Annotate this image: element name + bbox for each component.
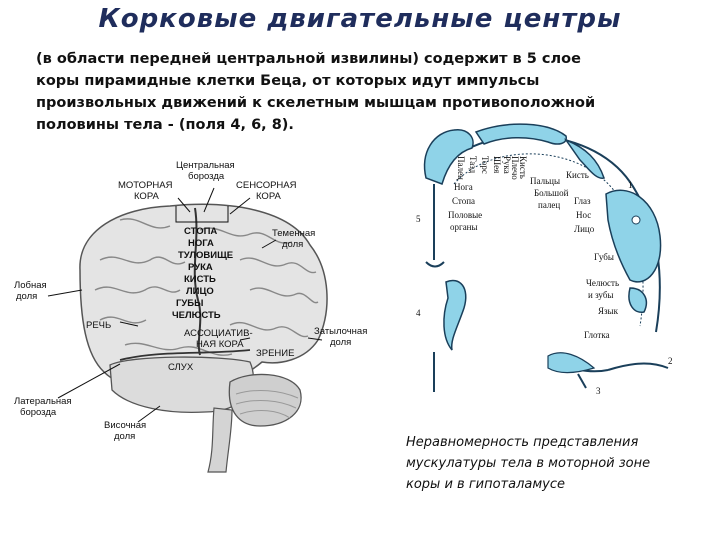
figure-caption: Неравномерность представления мускулатур… [406,432,718,495]
sensory-cortex-label: СЕНСОРНАЯ [236,180,297,191]
temporal-lobe-label-2: доля [114,431,135,442]
pharynx-label: Глотка [584,330,610,340]
motor-cortex-label: МОТОРНАЯ [118,180,173,191]
sensory-cortex-label-2: КОРА [256,191,282,202]
body-part-hand: КИСТЬ [184,274,216,285]
thumb-label: Большой [534,188,569,198]
vertical-label-toe: Палец [456,156,466,180]
brain-figure: Центральная борозда МОТОРНАЯ КОРА СЕНСОР… [0,150,400,490]
body-part-jaw: ЧЕЛЮСТЬ [172,310,221,321]
hearing-label: СЛУХ [168,362,194,373]
parietal-lobe-label: Теменная [272,228,315,239]
speech-label: РЕЧЬ [86,320,111,331]
vision-label: ЗРЕНИЕ [256,348,294,359]
lateral-sulcus-label: Латеральная [14,396,72,407]
lateral-sulcus-label-2: борозда [20,407,57,418]
number-5: 5 [416,214,421,224]
associative-cortex-label-2: НАЯ КОРА [196,339,244,350]
paragraph-line: произвольных движений к скелетным мышцам… [36,92,696,114]
motor-cortex-label-2: КОРА [134,191,160,202]
leg-label: Нога [454,182,473,192]
vertical-label-neck: Шея [492,156,502,173]
number-2: 2 [668,356,673,366]
vertical-label-hip: Тазд [468,156,478,174]
homunculus-illustration: Палец Тазд Торс Шея Рука Плечо Кисть Ног… [398,112,720,412]
nose-label: Нос [576,210,591,220]
hand-label: Кисть [566,170,589,180]
thumb-label-2: палец [538,200,560,210]
associative-cortex-label: АССОЦИАТИВ- [184,328,253,339]
caption-line: коры и в гипоталамусе [406,474,718,495]
frontal-lobe-label: Лобная [14,280,47,291]
vertical-label-torso: Торс [480,156,490,174]
lips-label: Губы [594,252,614,262]
homunculus-figure: Палец Тазд Торс Шея Рука Плечо Кисть Ног… [398,112,720,412]
vertical-label-hand: Кисть [518,156,528,179]
jaw-label-2: и зубы [588,290,613,300]
eye-label: Глаз [574,196,591,206]
body-part-arm: РУКА [188,262,213,273]
body-part-face: ЛИЦО [186,286,214,297]
body-part-leg: НОГА [188,238,214,249]
parietal-lobe-label-2: доля [282,239,303,250]
brain-stem-shape [208,408,232,472]
jaw-label: Челюсть [586,278,619,288]
body-part-lips: ГУБЫ [176,298,203,309]
central-sulcus-label-2: борозда [188,171,225,182]
frontal-lobe-label-2: доля [16,291,37,302]
number-3: 3 [596,386,601,396]
paragraph-line: коры пирамидные клетки Беца, от которых … [36,70,696,92]
central-sulcus-label: Центральная [176,160,235,171]
slide-title: Корковые двигательные центры [0,4,720,34]
tongue-label: Язык [598,306,619,316]
temporal-lobe-label: Височная [104,420,146,431]
paragraph-line: (в области передней центральной извилины… [36,48,696,70]
brain-illustration: Центральная борозда МОТОРНАЯ КОРА СЕНСОР… [0,150,400,490]
number-1: 1 [628,180,633,190]
number-4: 4 [416,308,421,318]
caption-line: мускулатуры тела в моторной зоне [406,453,718,474]
occipital-lobe-label-2: доля [330,337,351,348]
caption-line: Неравномерность представления [406,432,718,453]
fingers-label: Пальцы [530,176,560,186]
genitals-label: Стопа [452,196,475,206]
toes-label-2: органы [450,222,478,232]
occipital-lobe-label: Затылочная [314,326,367,337]
body-part-foot: СТОПА [184,226,217,237]
face-label: Лицо [574,224,595,234]
body-part-trunk: ТУЛОВИЩЕ [178,250,233,261]
toes-label: Половые [448,210,482,220]
